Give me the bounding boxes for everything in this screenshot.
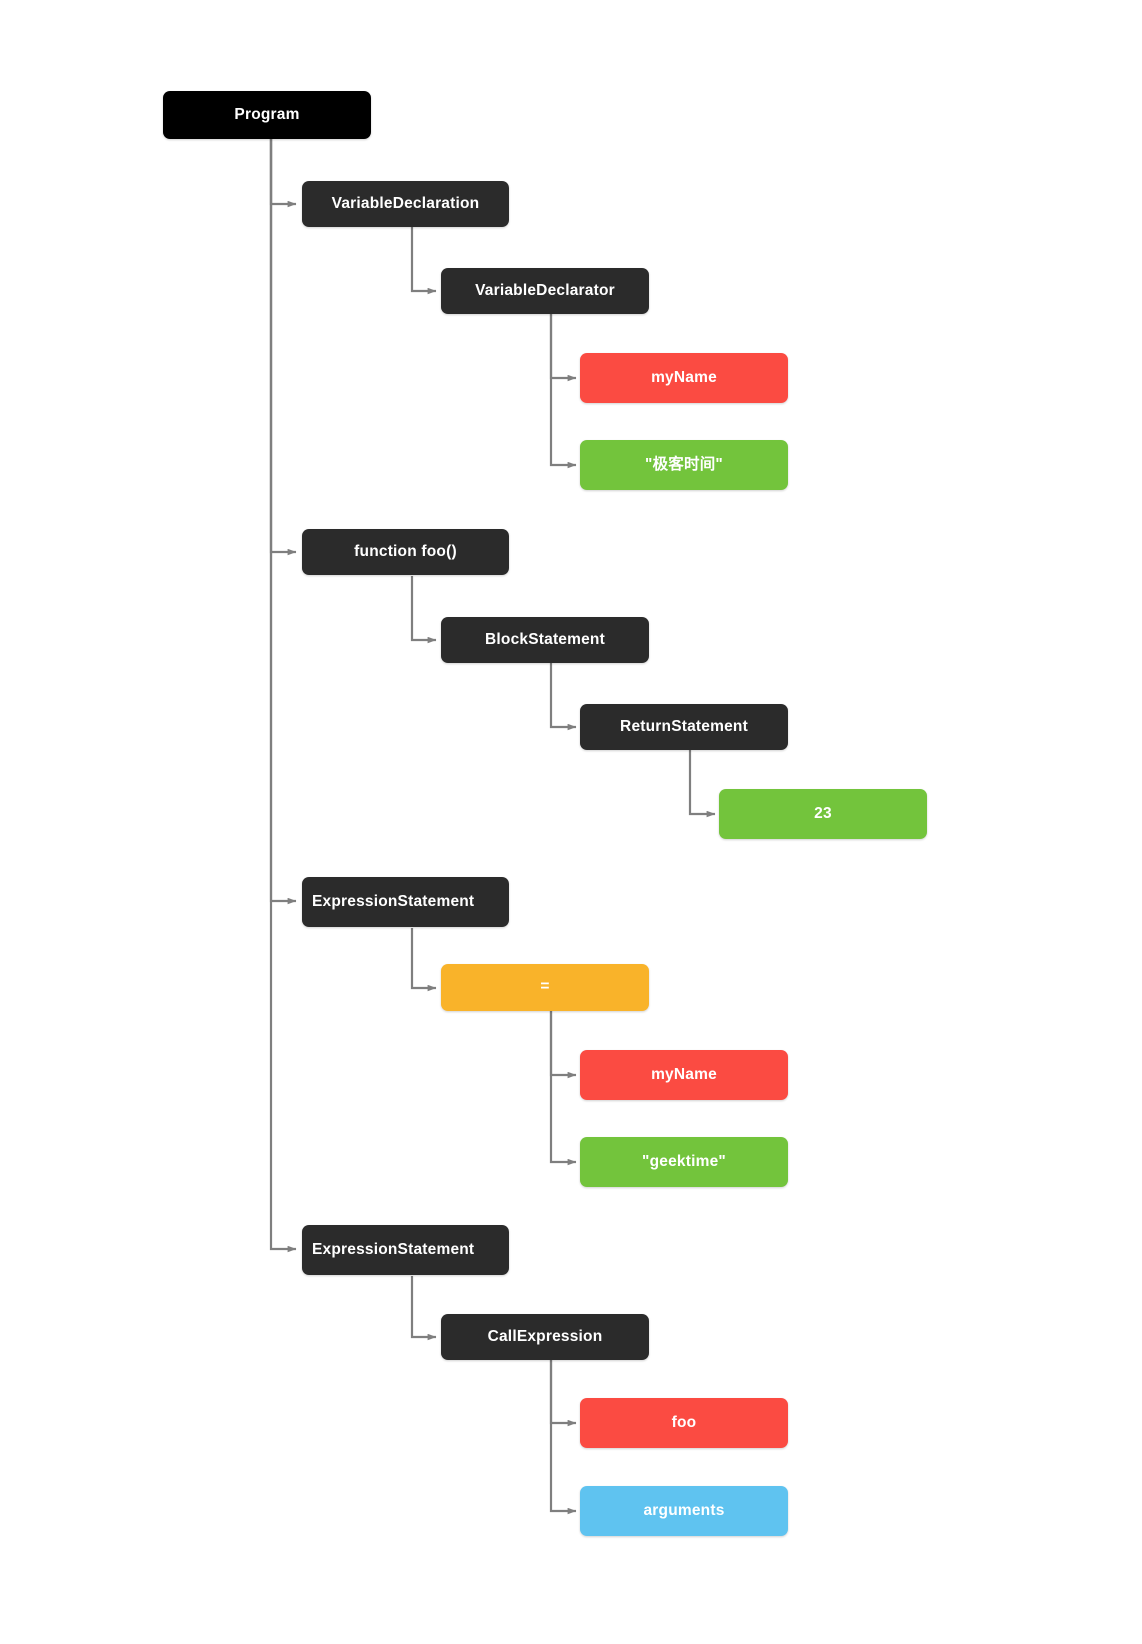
node-expression-statement-1[interactable]: ExpressionStatement — [302, 877, 509, 927]
edge-returnstatement-23 — [688, 750, 716, 818]
edge-assignment-myname — [549, 1011, 577, 1079]
edge-variabledeclarator-literal — [549, 314, 577, 469]
edge-blockstatement-returnstatement — [549, 663, 577, 731]
node-return-statement[interactable]: ReturnStatement — [580, 704, 788, 750]
edge-callexpression-foo — [549, 1360, 577, 1427]
edge-expressionstatement2-callexpression — [410, 1276, 437, 1341]
node-literal-geektime-cn[interactable]: "极客时间" — [580, 440, 788, 490]
edge-functionfoo-blockstatement — [410, 576, 437, 644]
node-identifier-myname-2[interactable]: myName — [580, 1050, 788, 1100]
edge-expressionstatement1-assignment — [410, 928, 437, 992]
node-call-expression[interactable]: CallExpression — [441, 1314, 649, 1360]
node-identifier-foo[interactable]: foo — [580, 1398, 788, 1448]
node-assignment-operator[interactable]: = — [441, 964, 649, 1011]
node-variable-declaration[interactable]: VariableDeclaration — [302, 181, 509, 227]
node-arguments[interactable]: arguments — [580, 1486, 788, 1536]
node-program[interactable]: Program — [163, 91, 371, 139]
edge-variabledeclarator-myname — [549, 314, 577, 382]
node-variable-declarator[interactable]: VariableDeclarator — [441, 268, 649, 314]
edge-program-expressionstatement-1 — [269, 139, 297, 905]
edge-program-variabledeclaration — [269, 139, 297, 208]
edge-program-functionfoo — [269, 139, 297, 556]
edge-variabledeclaration-variabledeclarator — [410, 227, 437, 295]
node-literal-geektime[interactable]: "geektime" — [580, 1137, 788, 1187]
node-identifier-myname-1[interactable]: myName — [580, 353, 788, 403]
node-expression-statement-2[interactable]: ExpressionStatement — [302, 1225, 509, 1275]
edge-callexpression-arguments — [549, 1360, 577, 1515]
node-block-statement[interactable]: BlockStatement — [441, 617, 649, 663]
edge-assignment-geektime — [549, 1011, 577, 1166]
node-function-foo[interactable]: function foo() — [302, 529, 509, 575]
edge-program-expressionstatement-2 — [269, 139, 297, 1253]
node-literal-23[interactable]: 23 — [719, 789, 927, 839]
